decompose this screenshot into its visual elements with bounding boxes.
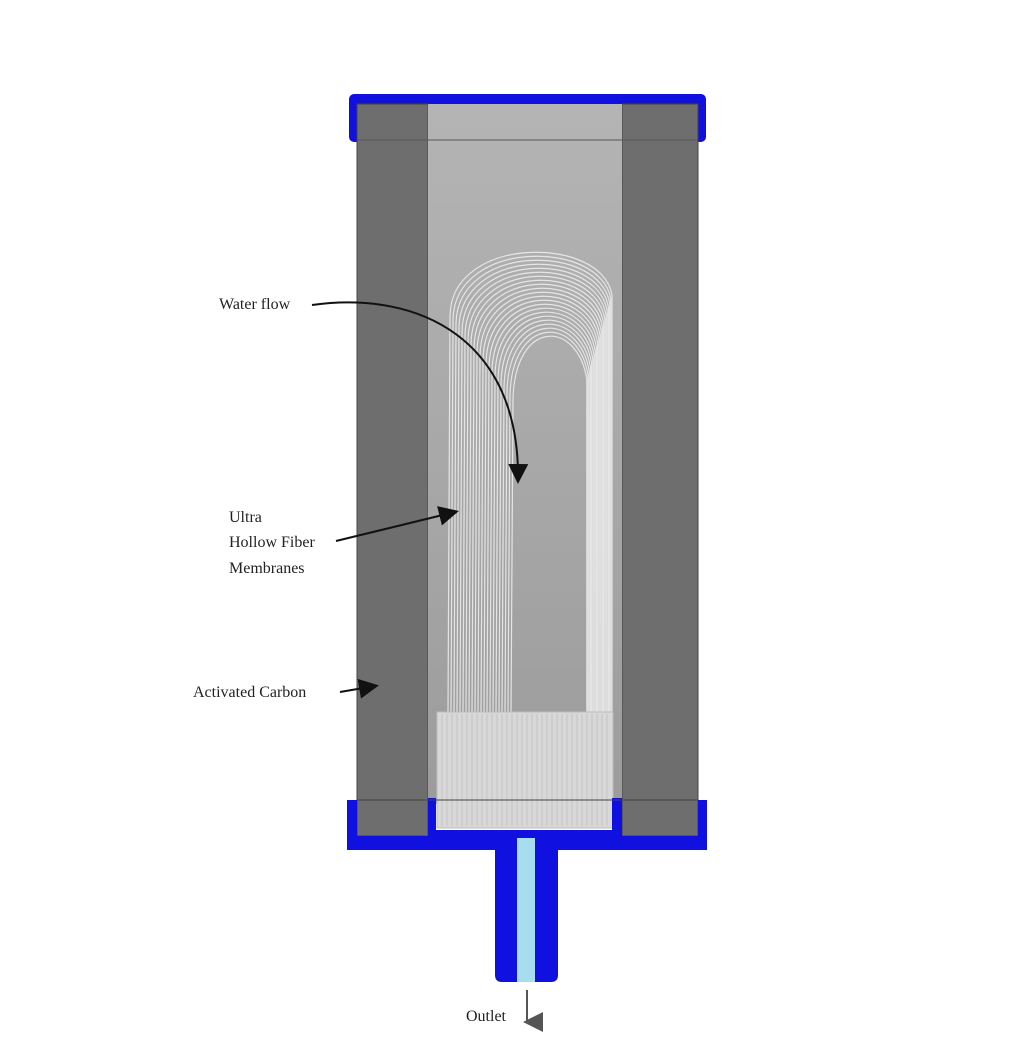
right-carbon-layer — [621, 103, 699, 837]
potting-block — [436, 711, 614, 829]
water-flow-arrow — [311, 301, 529, 484]
outlet-channel — [517, 838, 535, 982]
water-flow-label: Water flow — [219, 296, 291, 313]
membrane-label-line2: Hollow Fiber — [229, 534, 315, 551]
outlet-label: Outlet — [466, 1008, 506, 1025]
hollow-fiber-bundle — [447, 251, 613, 713]
membrane-arrow — [335, 506, 459, 542]
membrane-label-line3: Membranes — [229, 560, 305, 577]
carbon-arrow — [339, 678, 379, 699]
activated-carbon-label: Activated Carbon — [193, 684, 307, 701]
membrane-label-line1: Ultra — [229, 509, 262, 526]
left-carbon-layer — [356, 103, 429, 837]
